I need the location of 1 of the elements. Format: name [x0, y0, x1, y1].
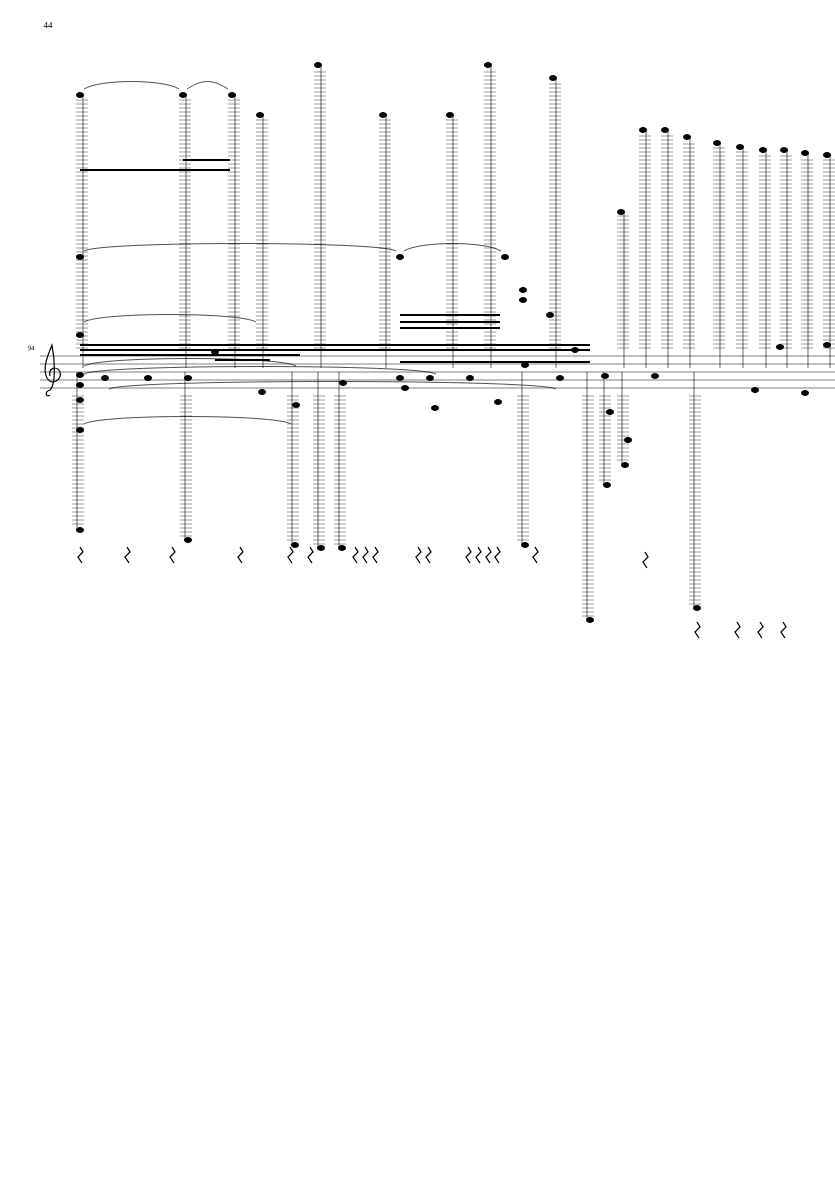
page-number: 44: [43, 22, 53, 28]
